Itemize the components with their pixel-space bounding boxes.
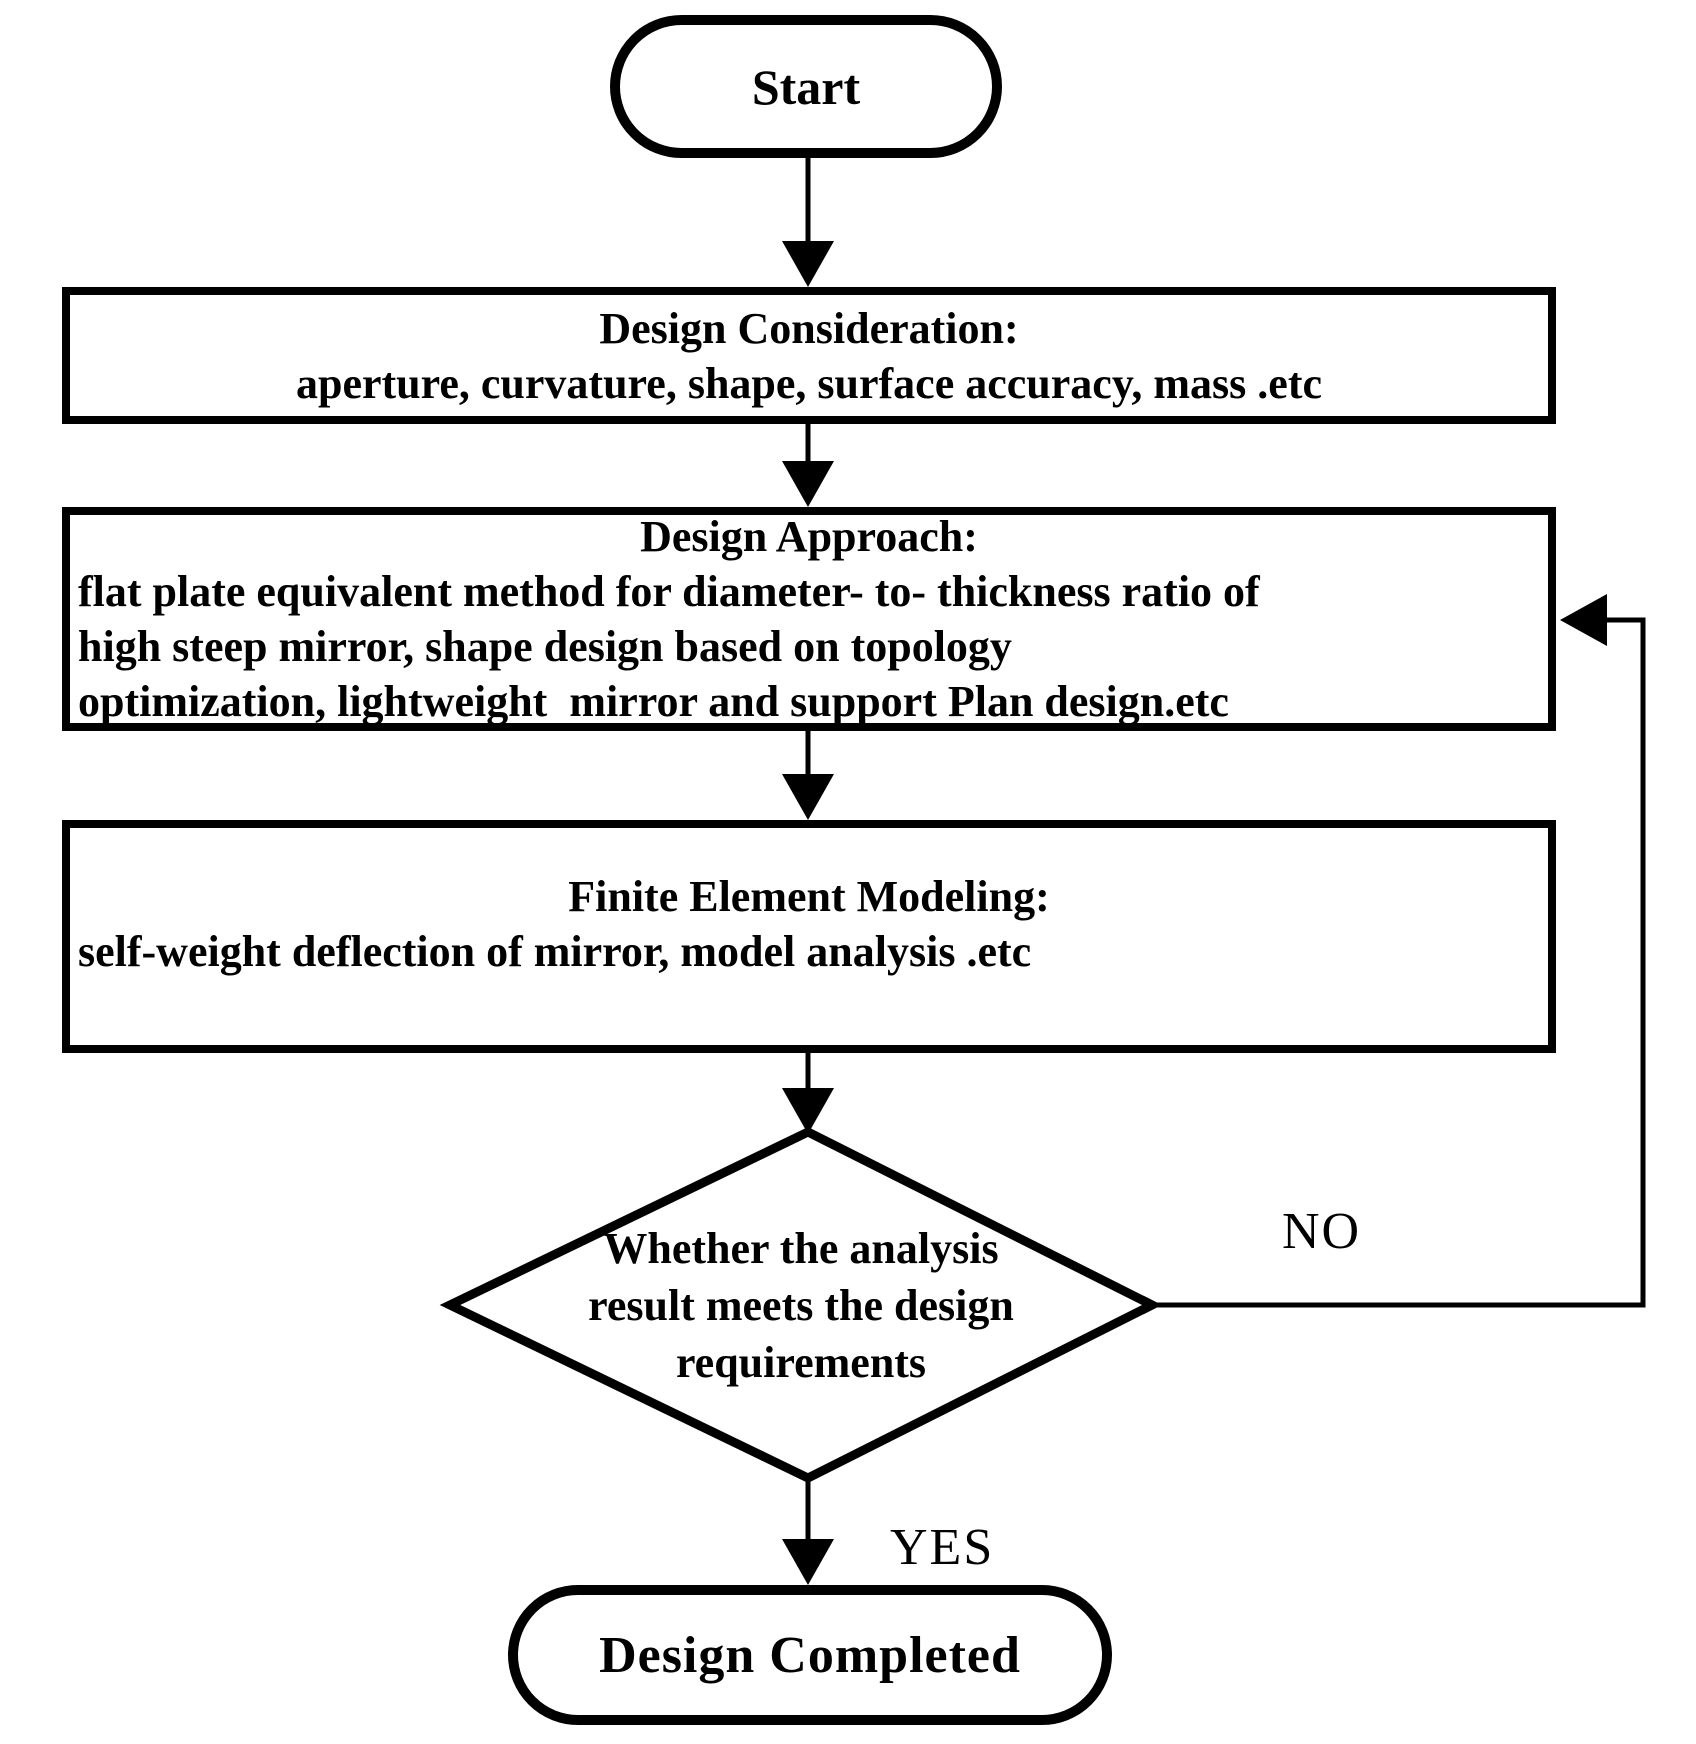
design-consideration-box: Design Consideration: aperture, curvatur… bbox=[62, 287, 1556, 424]
arrow-head-icon bbox=[782, 1539, 834, 1585]
finite-element-modeling-body: self-weight deflection of mirror, model … bbox=[78, 926, 1032, 976]
decision-text-line: Whether the analysis bbox=[603, 1223, 999, 1273]
finite-element-modeling-title: Finite Element Modeling: bbox=[568, 871, 1050, 921]
decision-text: Whether the analysis result meets the de… bbox=[450, 1185, 1152, 1425]
feedback-arrow-no bbox=[1152, 594, 1646, 1308]
design-approach-box: Design Approach: flat plate equivalent m… bbox=[62, 507, 1556, 731]
end-node: Design Completed bbox=[508, 1585, 1112, 1725]
decision-text-line: requirements bbox=[675, 1337, 927, 1387]
design-consideration-body: aperture, curvature, shape, surface accu… bbox=[295, 358, 1323, 408]
feedback-line bbox=[1152, 617, 1646, 1308]
design-approach-body-line: optimization, lightweight mirror and sup… bbox=[78, 677, 1229, 726]
arrow-head-icon bbox=[1560, 594, 1607, 646]
design-approach-body-line: flat plate equivalent method for diamete… bbox=[78, 567, 1260, 616]
design-approach-title: Design Approach: bbox=[640, 512, 978, 561]
design-approach-body-line: high steep mirror, shape design based on… bbox=[78, 622, 1012, 671]
arrow-head-icon bbox=[782, 1088, 834, 1134]
arrow-head-icon bbox=[782, 461, 834, 507]
arrow-fem-to-decision bbox=[782, 1053, 834, 1134]
finite-element-modeling-box: Finite Element Modeling: self-weight def… bbox=[62, 820, 1556, 1053]
arrow-approach-to-fem bbox=[782, 730, 834, 820]
arrow-consideration-to-approach bbox=[782, 423, 834, 507]
arrow-head-icon bbox=[782, 774, 834, 820]
end-label: Design Completed bbox=[599, 1626, 1021, 1684]
yes-label: YES bbox=[890, 1519, 995, 1576]
decision-text-line: result meets the design bbox=[588, 1280, 1014, 1330]
arrow-start-to-consideration bbox=[782, 157, 834, 287]
no-label: NO bbox=[1282, 1203, 1362, 1260]
design-consideration-title: Design Consideration: bbox=[599, 303, 1019, 353]
arrow-decision-to-end bbox=[782, 1478, 834, 1585]
arrow-head-icon bbox=[782, 241, 834, 287]
start-node: Start bbox=[610, 15, 1002, 158]
start-label: Start bbox=[751, 58, 861, 115]
